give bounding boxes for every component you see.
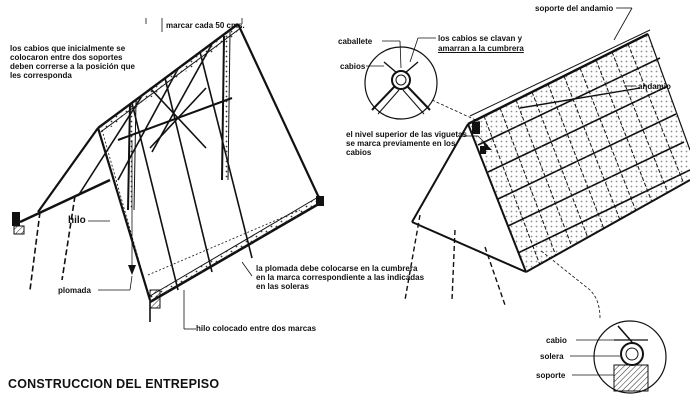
ridge-detail-circle — [364, 46, 481, 123]
label-plomada: plomada — [58, 286, 91, 295]
section-title: CONSTRUCCION DEL ENTREPISO — [8, 377, 220, 391]
label-caballete: caballete — [338, 37, 373, 46]
label-clavan-2: amarran a la cumbrera — [438, 44, 524, 53]
label-hilo: hilo — [68, 215, 86, 226]
label-hilo-colocado: hilo colocado entre dos marcas — [196, 324, 317, 333]
label-andamio: andamio — [638, 82, 671, 91]
label-cabios: cabios — [340, 62, 366, 71]
right-dotted-fill — [470, 34, 690, 272]
label-cabio: cabio — [546, 336, 567, 345]
right-clamps — [472, 122, 486, 154]
left-clamps — [12, 196, 324, 309]
label-clavan-1: los cabios se clavan y — [438, 34, 523, 43]
label-nivel-superior: el nivel superior de las viguetas se mar… — [346, 130, 467, 157]
arrow-icon — [482, 140, 492, 150]
label-solera: solera — [540, 352, 564, 361]
leader-lines — [88, 7, 636, 376]
plumb-bob-icon — [128, 140, 136, 275]
label-soporte-andamio: soporte del andamio — [535, 4, 614, 13]
label-cabios-correr: los cabios que inicialmente se colocaron… — [10, 44, 135, 80]
label-soporte: soporte — [536, 371, 566, 380]
left-rafter-marks — [98, 24, 322, 302]
label-marcar: marcar cada 50 cms. — [166, 21, 245, 30]
label-plomada-nota: la plomada debe colocarse en la cumbrera… — [256, 264, 425, 291]
